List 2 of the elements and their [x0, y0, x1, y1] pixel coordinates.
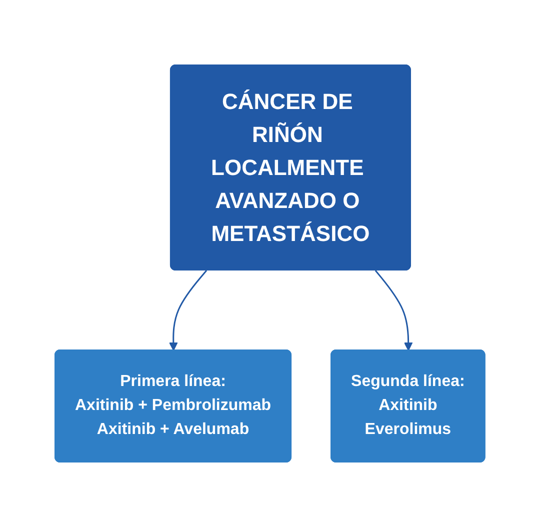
arrow [374, 270, 413, 350]
arrow [169, 270, 208, 350]
